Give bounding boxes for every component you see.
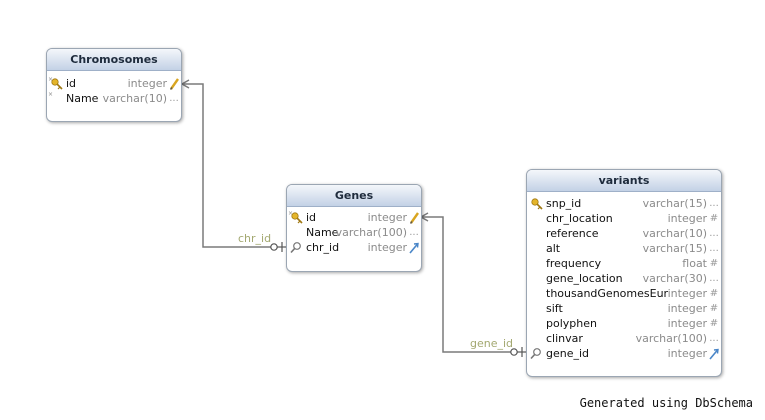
column-row[interactable]: chr_id integer	[287, 240, 421, 255]
column-name: thousandGenomesEur	[546, 287, 669, 300]
column-row[interactable]: sift integer #	[527, 301, 721, 316]
table-header[interactable]: Chromosomes	[47, 49, 181, 71]
column-name: Name	[66, 92, 99, 105]
column-row[interactable]: reference varchar(10) ...	[527, 226, 721, 241]
column-flag: ...	[709, 228, 719, 239]
column-type: integer	[667, 287, 707, 300]
relation-line-gene-id[interactable]	[422, 216, 526, 353]
foreign-key-icon	[290, 242, 301, 254]
column-name: sift	[546, 302, 563, 315]
column-type: integer	[127, 77, 167, 90]
column-type: float	[682, 257, 707, 270]
column-flag: #	[709, 258, 719, 269]
fk-optional-circle-chr-id	[270, 243, 278, 251]
not-null-marker-icon: ×	[48, 91, 53, 98]
column-type: varchar(30)	[642, 272, 707, 285]
relation-label-gene-id: gene_id	[470, 337, 514, 350]
relation-label-chr-id: chr_id	[238, 232, 272, 245]
column-type: integer	[367, 211, 407, 224]
svg-text:×: ×	[288, 210, 293, 217]
column-row[interactable]: alt varchar(15) ...	[527, 241, 721, 256]
generated-by-footer: Generated using DbSchema	[579, 396, 753, 410]
column-row[interactable]: × Name varchar(10) ...	[47, 91, 181, 106]
table-chromosomes[interactable]: Chromosomes × id integer × Name varchar(…	[46, 48, 182, 122]
column-row[interactable]: × id integer	[47, 76, 181, 91]
column-row[interactable]: snp_id varchar(15) ...	[527, 196, 721, 211]
arrowhead-chromosomes	[180, 79, 190, 89]
column-row[interactable]: chr_location integer #	[527, 211, 721, 226]
column-name: gene_id	[546, 347, 590, 360]
primary-key-icon	[531, 198, 543, 210]
column-flag: ...	[709, 198, 719, 209]
column-type: varchar(100)	[335, 226, 407, 239]
svg-text:×: ×	[48, 76, 53, 83]
column-name: frequency	[546, 257, 602, 270]
column-type: varchar(15)	[642, 242, 707, 255]
fk-optional-circle-gene-id	[510, 348, 518, 356]
column-name: polyphen	[546, 317, 597, 330]
column-name: Name	[306, 226, 339, 239]
link-arrow-icon	[409, 242, 419, 254]
column-row[interactable]: gene_id integer	[527, 346, 721, 361]
column-row[interactable]: gene_location varchar(30) ...	[527, 271, 721, 286]
column-name: id	[306, 211, 317, 224]
column-name: chr_location	[546, 212, 613, 225]
column-type: varchar(10)	[642, 227, 707, 240]
column-type: varchar(15)	[642, 197, 707, 210]
column-flag: #	[709, 318, 719, 329]
column-flag: ...	[169, 93, 179, 104]
column-flag: #	[709, 303, 719, 314]
column-type: varchar(10)	[102, 92, 167, 105]
column-row[interactable]: thousandGenomesEur integer #	[527, 286, 721, 301]
pencil-icon	[409, 212, 419, 224]
column-name: alt	[546, 242, 561, 255]
column-type: integer	[667, 302, 707, 315]
column-name: reference	[546, 227, 599, 240]
link-arrow-icon	[709, 348, 719, 360]
column-flag: #	[709, 288, 719, 299]
column-name: snp_id	[546, 197, 582, 210]
column-type: integer	[667, 347, 707, 360]
column-name: id	[66, 77, 77, 90]
table-variants[interactable]: variants snp_id varchar(15) ... chr_loca…	[526, 169, 722, 377]
relation-line-chr-id[interactable]	[183, 83, 286, 248]
table-genes[interactable]: Genes × id integer Name varchar(100) ...…	[286, 184, 422, 272]
svg-text:×: ×	[48, 91, 53, 98]
column-flag: ...	[709, 273, 719, 284]
column-row[interactable]: Name varchar(100) ...	[287, 225, 421, 240]
column-row[interactable]: clinvar varchar(100) ...	[527, 331, 721, 346]
column-flag: ...	[709, 243, 719, 254]
column-name: chr_id	[306, 241, 340, 254]
column-name: gene_location	[546, 272, 623, 285]
column-row[interactable]: frequency float #	[527, 256, 721, 271]
primary-key-icon: ×	[288, 210, 303, 224]
column-type: integer	[667, 317, 707, 330]
column-row[interactable]: polyphen integer #	[527, 316, 721, 331]
column-type: integer	[367, 241, 407, 254]
column-flag: ...	[709, 333, 719, 344]
column-name: clinvar	[546, 332, 583, 345]
column-list: snp_id varchar(15) ... chr_location inte…	[527, 196, 721, 361]
column-row[interactable]: × id integer	[287, 210, 421, 225]
column-type: varchar(100)	[635, 332, 707, 345]
foreign-key-icon	[530, 348, 541, 360]
column-type: integer	[667, 212, 707, 225]
pencil-icon	[169, 78, 179, 90]
table-header[interactable]: variants	[527, 170, 721, 192]
column-flag: #	[709, 213, 719, 224]
table-header[interactable]: Genes	[287, 185, 421, 207]
column-flag: ...	[409, 227, 419, 238]
primary-key-icon: ×	[48, 76, 63, 90]
